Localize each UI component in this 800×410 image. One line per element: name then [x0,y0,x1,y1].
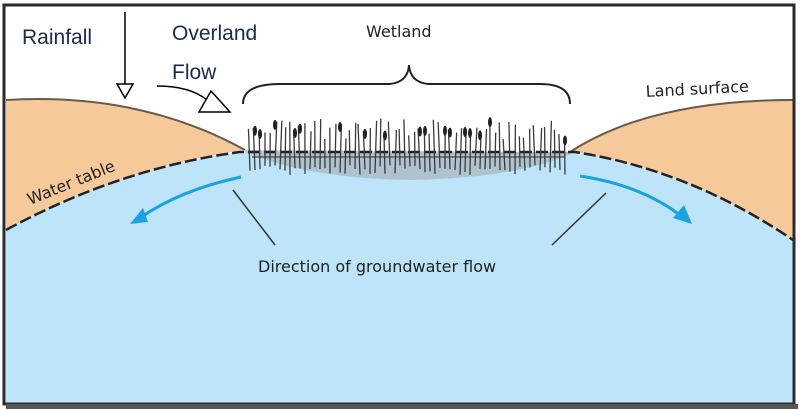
reed-stem [297,125,301,169]
rainfall-arrow-head [115,83,135,100]
reed-stem [558,134,561,170]
rainfall-label: Rainfall [22,26,92,49]
overland-flow-label-line2: Flow [172,61,217,84]
reed-stem [344,138,347,174]
reed-stem [398,128,401,166]
reed-stem [549,120,553,173]
wetland-reeds [247,117,567,175]
reed-stem [247,128,251,171]
leader-line-left [232,189,276,246]
cattail-head [253,125,257,136]
cattail-head [273,119,277,130]
reed-stem [348,130,351,166]
cattail-head [363,128,367,139]
reed-stem [508,122,511,172]
reed-stem [387,121,391,166]
cattail-head [423,125,427,136]
reed-stem [284,127,287,171]
leader-line-right [551,192,607,246]
reed-stem [309,131,312,170]
reed-stem [274,121,278,166]
reed-stem [494,132,497,167]
reed-stem [437,122,441,169]
left-arrow-head [130,208,148,224]
wetland-brace [242,64,571,105]
reed-stem [432,119,436,174]
left-land-wedge [6,99,245,230]
right-land-surface-line [569,99,794,153]
cattail-head [418,126,422,137]
reed-stem [454,132,458,171]
reed-stem [354,122,357,169]
reed-stem [539,128,543,171]
cattail-head [488,117,492,128]
reed-stem [502,139,506,171]
reed-stem [374,120,378,173]
groundwater-flow-label: Direction of groundwater flow [258,257,496,276]
diagram-shadow [6,404,798,409]
cattail-head [448,127,452,138]
right-arrow-head [673,205,692,224]
reed-stem [518,136,521,167]
cattail-head [293,128,297,139]
reed-stem [484,129,488,170]
cattail-head [478,130,482,141]
overland-flow-arrow-head [197,89,232,113]
reed-stem [459,128,463,175]
reed-stem [532,125,536,166]
left-land-surface-line [5,98,246,151]
overland-flow-arrow-shaft [156,85,208,101]
cattail-head [468,127,472,138]
reed-stem [252,127,256,171]
cattail-head [463,126,467,137]
reed-stem [408,135,411,167]
overland-flow-label-line1: Overland [172,22,257,45]
groundwater-zone [6,152,793,403]
reed-stem [403,119,406,169]
cattail-head [443,125,447,136]
reed-stem [279,120,283,170]
reed-stem [319,119,322,170]
reed-stem [417,128,421,170]
reed-stem [498,122,501,171]
reed-stem [428,133,431,172]
water-table-line [5,150,794,242]
reed-stem [379,118,382,167]
left-groundwater-flow-arrow [139,175,242,220]
cattail-head [563,135,567,146]
right-groundwater-flow-arrow [579,174,681,217]
reed-stem [339,123,343,173]
cattail-head [383,130,387,141]
reed-stem [357,123,361,175]
cattail-head [298,123,302,134]
reed-stem [553,129,556,168]
cattail-head [338,121,342,132]
reed-stem [522,137,526,171]
reed-stem [394,129,398,174]
cattail-head [258,128,262,139]
reed-stem [334,123,337,168]
reed-stem [474,127,478,166]
wetland-label: Wetland [366,22,432,41]
